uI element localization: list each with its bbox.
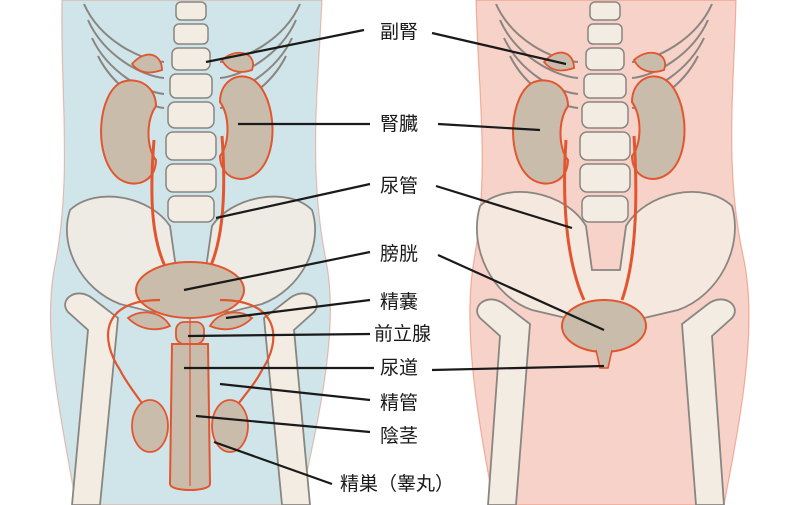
leader-adrenal-male — [205, 28, 365, 64]
female-figure — [469, 0, 750, 505]
male-testis-right — [211, 399, 249, 453]
male-left-femur — [64, 292, 119, 505]
female-left-femur — [476, 298, 531, 505]
leader-bladder-male — [183, 250, 371, 292]
label-adrenal: 副腎 — [380, 21, 419, 43]
leader-seminal-vesicle — [225, 298, 371, 320]
female-adrenal-right — [632, 51, 666, 73]
label-kidney: 腎臓 — [380, 113, 419, 135]
male-kidney-left — [100, 79, 158, 185]
label-bladder: 膀胱 — [380, 243, 419, 265]
male-adrenal-left — [130, 53, 163, 74]
label-penis: 陰茎 — [380, 425, 419, 447]
male-right-femur — [263, 292, 318, 505]
leader-vas-deferens — [219, 382, 371, 402]
leader-penis — [195, 414, 371, 434]
label-testis: 精巣（睾丸） — [340, 473, 455, 495]
male-testis-left — [131, 399, 169, 453]
leader-kidney-female — [437, 122, 541, 132]
female-urethra — [595, 349, 613, 369]
male-figure — [49, 0, 331, 505]
male-ureter-left — [150, 139, 170, 273]
leader-lines — [183, 28, 605, 486]
leader-urethra-female — [431, 364, 605, 372]
female-kidney-right — [630, 75, 686, 180]
female-pelvis — [476, 191, 736, 319]
label-seminal-vesicle: 精嚢 — [380, 291, 419, 313]
female-right-femur — [681, 298, 736, 505]
male-spine — [165, 1, 217, 223]
female-bladder — [561, 299, 647, 353]
leader-ureter-female — [435, 184, 573, 230]
leader-ureter-male — [215, 182, 371, 220]
leader-testis — [213, 440, 333, 486]
leader-prostate — [187, 332, 371, 338]
female-spine — [579, 1, 631, 223]
label-ureter: 尿管 — [380, 175, 419, 197]
leader-bladder-female — [437, 253, 605, 332]
label-vas-deferens: 精管 — [380, 392, 419, 414]
female-ureter-right — [620, 135, 638, 301]
male-seminal-vesicles — [126, 311, 254, 331]
male-ureter-right — [206, 135, 226, 273]
male-kidney-right — [218, 75, 274, 180]
label-urethra: 尿道 — [380, 357, 419, 379]
label-prostate: 前立腺 — [374, 323, 432, 345]
male-bladder — [135, 261, 245, 319]
leader-adrenal-female — [431, 31, 567, 66]
female-kidney-left — [512, 79, 570, 185]
